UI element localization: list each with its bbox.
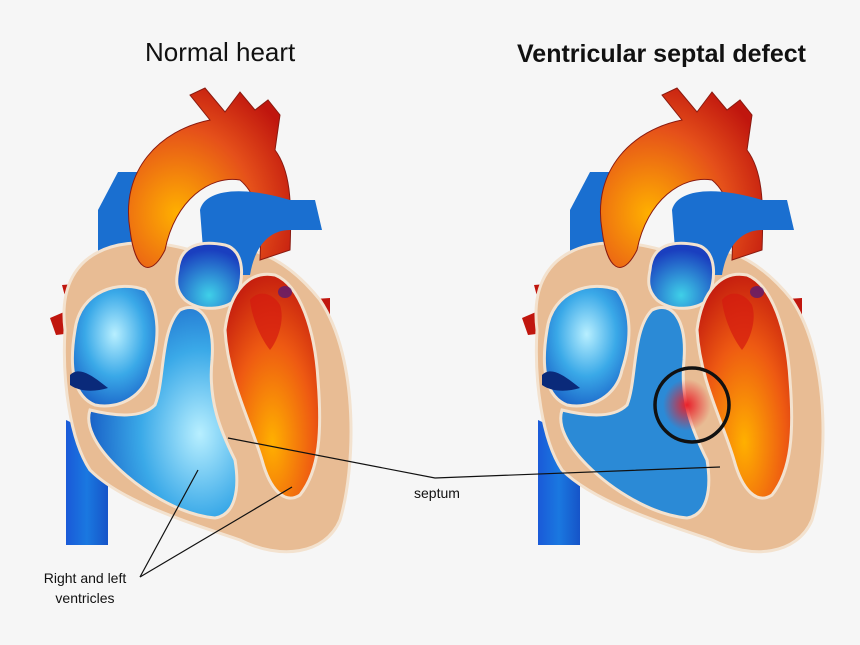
- pulmonary-vein-opening: [278, 286, 292, 298]
- left-ventricle: [223, 272, 322, 500]
- vsd-heart: [522, 87, 825, 554]
- septal-defect-ring: [653, 366, 731, 444]
- ventricle-leader-rv: [139, 469, 199, 578]
- right-atrium-shadow: [542, 371, 580, 391]
- normal-heart: [50, 87, 353, 554]
- vsd-title: Ventricular septal defect: [517, 40, 807, 68]
- pulmonary-trunk: [175, 241, 244, 310]
- ventricles-label-line1: Right and left: [43, 570, 127, 586]
- left-ventricle: [695, 272, 794, 500]
- right-atrium: [542, 284, 631, 408]
- pulmonary-trunk: [647, 241, 716, 310]
- septum-label: septum: [414, 485, 460, 501]
- left-ventricle-inner: [250, 293, 282, 350]
- normal-heart-title: Normal heart: [145, 37, 296, 67]
- left-ventricle-inner: [722, 293, 754, 350]
- ventricles-label: Right and left ventricles: [20, 568, 150, 608]
- septal-defect-opening: [663, 379, 711, 431]
- pulmonary-vein-opening: [750, 286, 764, 298]
- right-atrium-shadow: [70, 371, 108, 391]
- septum-leader-line: [227, 437, 721, 479]
- aorta: [600, 87, 764, 268]
- ventricles-label-line2: ventricles: [55, 590, 115, 606]
- ventricle-leader-lv: [139, 486, 293, 578]
- right-ventricle: [87, 306, 239, 520]
- right-atrium: [70, 284, 159, 408]
- aorta: [128, 87, 292, 268]
